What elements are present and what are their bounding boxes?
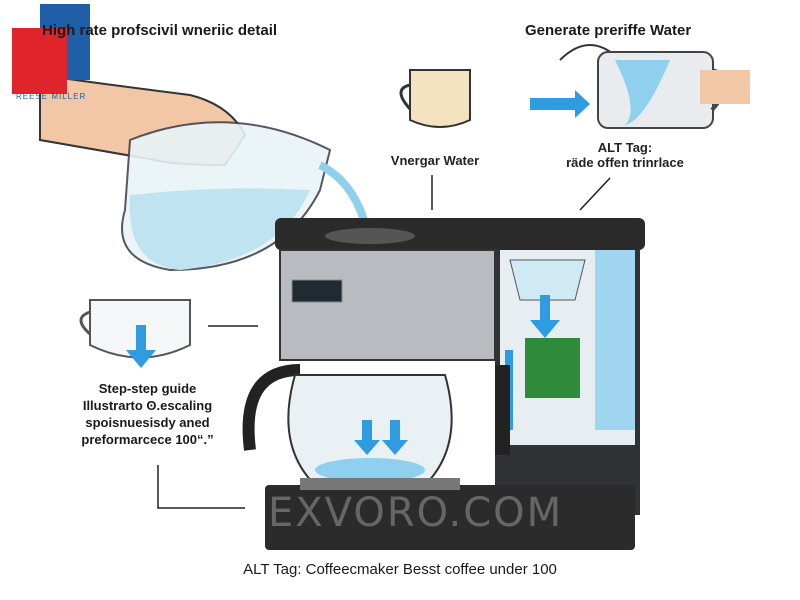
alt-tag-text: räde offen trinrlace bbox=[566, 155, 684, 170]
bottom-caption: ALT Tag: Coffeecmaker Besst coffee under… bbox=[243, 561, 557, 578]
cup-icon bbox=[79, 299, 191, 368]
logo: REESE MILLER bbox=[10, 4, 95, 101]
alt-tag-heading: ALT Tag: bbox=[597, 140, 653, 155]
cup-icon bbox=[399, 69, 471, 128]
guide-line: preformarcece 100“.” bbox=[81, 432, 214, 447]
guide-line: Illustrarto ʘ.escaling bbox=[82, 398, 213, 413]
vinegar-water-label: Vnergar Water bbox=[390, 153, 480, 168]
logo-text: REESE MILLER bbox=[16, 92, 87, 101]
arrow-icon bbox=[157, 465, 245, 509]
guide-line: spoisnuesisdy aned bbox=[85, 415, 210, 430]
step-guide-text: Step-step guide Illustrarto ʘ.escaling s… bbox=[55, 380, 240, 448]
header-left-title: High rate profscivil wneriic detail bbox=[42, 22, 278, 39]
arrow-icon bbox=[579, 177, 611, 211]
watermark: EXVORO.COM bbox=[268, 490, 564, 536]
coffee-maker bbox=[242, 218, 645, 550]
header-right-title: Generate preriffe Water bbox=[525, 22, 692, 39]
guide-line: Step-step guide bbox=[98, 381, 197, 396]
alt-tag-top-label: ALT Tag: räde offen trinrlace bbox=[550, 140, 700, 170]
kettle-pouring-water-icon bbox=[530, 44, 750, 129]
